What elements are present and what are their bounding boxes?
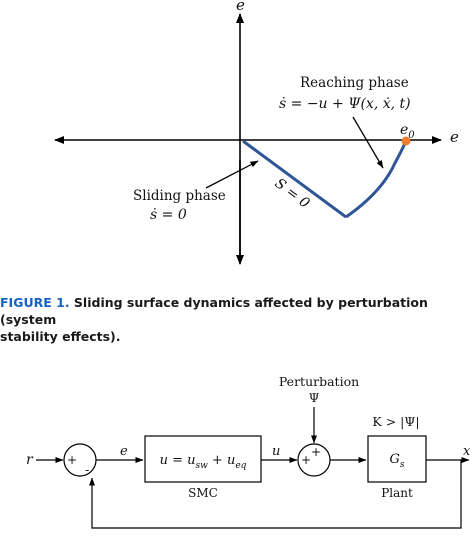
sliding-phase-title: Sliding phase	[133, 188, 226, 204]
reaching-phase-equation: ṡ = −u + Ψ(x, ẋ, t)	[279, 96, 411, 112]
input-label: r	[26, 452, 34, 468]
plant-name: Plant	[381, 486, 413, 500]
initial-point-marker	[401, 136, 411, 146]
reaching-phase-title: Reaching phase	[300, 75, 409, 91]
sliding-phase-equation: ṡ = 0	[150, 207, 187, 223]
plant-block	[367, 435, 427, 483]
control-label: u	[272, 444, 280, 459]
figure-caption: FIGURE 1. Sliding surface dynamics affec…	[0, 294, 474, 345]
x-axis-label: e	[450, 128, 459, 146]
initial-point-label: e0	[400, 122, 415, 141]
sum2-plus-top-sign: +	[311, 445, 321, 459]
sum1-plus-sign: +	[67, 453, 77, 467]
perturbation-symbol: Ψ	[309, 391, 320, 405]
output-label: x	[463, 444, 471, 459]
y-axis-label: ė	[236, 0, 245, 14]
caption-figure-label: FIGURE 1.	[0, 295, 70, 310]
controller-equation: u = usw + ueq	[160, 453, 247, 471]
sliding-phase-pointer	[205, 160, 259, 189]
phase-plane-diagram: ė e e0 Reaching phase ṡ = −u + Ψ(x, ẋ, t…	[54, 0, 459, 265]
reaching-trajectory	[345, 140, 408, 219]
feedback-loop-line	[89, 460, 462, 529]
caption-text: Sliding surface dynamics affected by per…	[0, 295, 428, 344]
controller-name: SMC	[188, 486, 218, 500]
sliding-trajectory	[242, 139, 347, 219]
plant-condition: K > |Ψ|	[372, 414, 419, 429]
perturbation-title: Perturbation	[279, 374, 359, 389]
reaching-phase-pointer	[352, 116, 384, 169]
surface-label: S = 0	[272, 175, 313, 211]
plant-symbol: Gs	[389, 452, 404, 470]
smc-controller-block	[144, 435, 262, 483]
sum2-plus-left-sign: +	[301, 453, 311, 467]
smc-block-diagram: r + - e u = usw + ueq SMC u + + Perturba…	[26, 374, 471, 529]
sum1-minus-sign: -	[85, 463, 89, 478]
error-label: e	[120, 444, 128, 459]
